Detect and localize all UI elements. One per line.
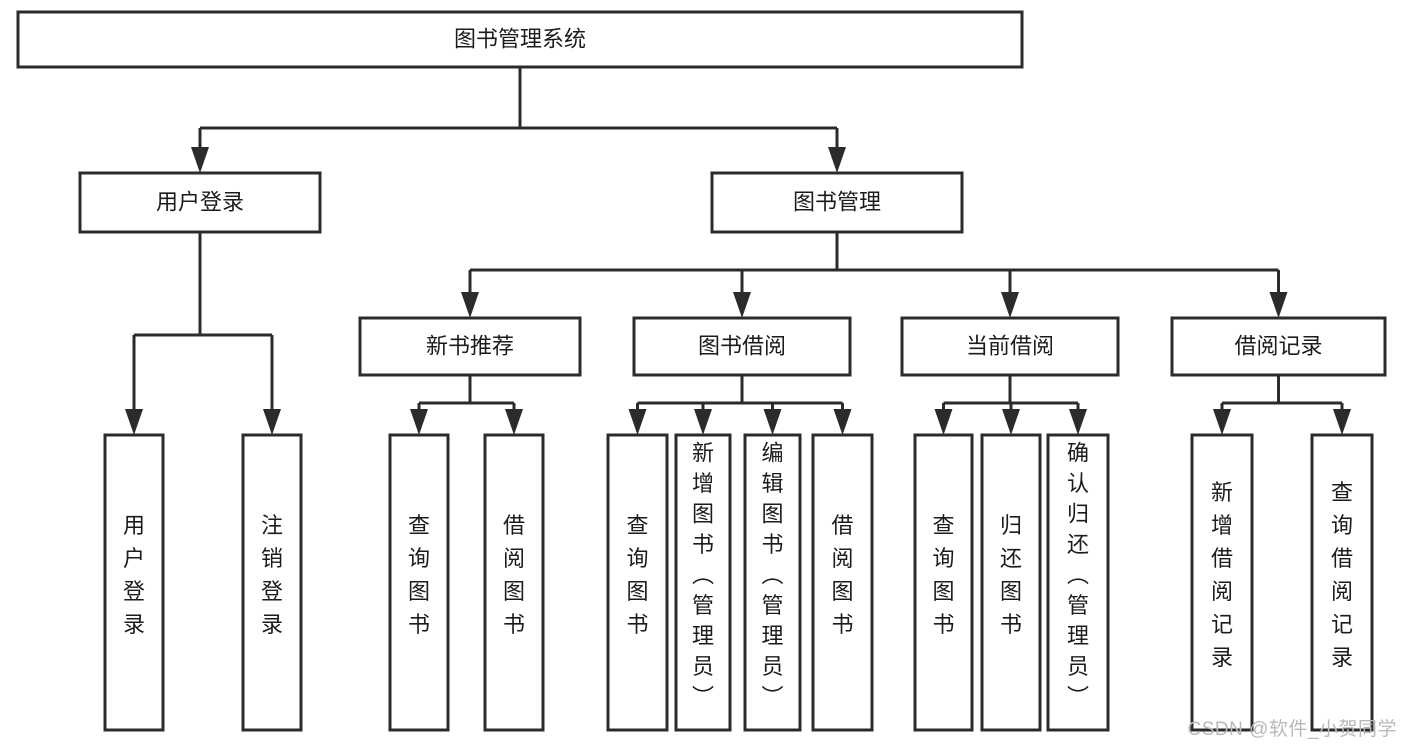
node-box xyxy=(811,433,874,732)
node-leaf-user-login[interactable]: 用户登录 xyxy=(103,433,165,732)
node-leaf-borrow-book-2[interactable]: 借阅图书 xyxy=(811,433,874,732)
node-label: 编辑图书︵管理员︶ xyxy=(761,441,783,710)
node-box xyxy=(358,316,582,377)
node-leaf-query-record[interactable]: 查询借阅记录 xyxy=(1310,433,1374,732)
arrow-head-icon xyxy=(1001,292,1019,318)
node-book-borrow[interactable]: 图书借阅 xyxy=(632,316,852,377)
arrow-head-icon xyxy=(410,409,428,435)
arrow-head-icon xyxy=(694,409,712,435)
arrow-head-icon xyxy=(1269,292,1288,318)
arrow-head-icon xyxy=(763,409,782,435)
arrow-head-icon xyxy=(505,409,523,435)
node-label: 确认归还︵管理员︶ xyxy=(1067,441,1089,710)
node-box xyxy=(1190,433,1254,732)
node-box xyxy=(900,316,1120,377)
node-new-book-rec[interactable]: 新书推荐 xyxy=(358,316,582,377)
node-leaf-confirm-return[interactable]: 确认归还︵管理员︶ xyxy=(1046,433,1110,732)
node-borrow-record[interactable]: 借阅记录 xyxy=(1170,316,1387,377)
node-box xyxy=(913,433,974,732)
arrow-head-icon xyxy=(833,409,852,435)
node-leaf-edit-book[interactable]: 编辑图书︵管理员︶ xyxy=(743,433,802,732)
node-label: 新增图书︵管理员︶ xyxy=(692,441,714,710)
node-box xyxy=(388,433,450,732)
arrow-head-icon xyxy=(628,409,647,435)
node-box xyxy=(78,171,322,234)
node-box xyxy=(606,433,669,732)
node-leaf-add-book[interactable]: 新增图书︵管理员︶ xyxy=(674,433,732,732)
arrow-head-icon xyxy=(934,409,953,435)
node-box xyxy=(16,10,1024,69)
node-box xyxy=(710,171,964,234)
node-label: 图书借阅 xyxy=(698,333,786,358)
arrow-head-icon xyxy=(125,409,143,435)
arrow-head-icon xyxy=(828,147,846,173)
node-current-borrow[interactable]: 当前借阅 xyxy=(900,316,1120,377)
node-label: 查询图书 xyxy=(408,513,430,637)
node-box xyxy=(632,316,852,377)
node-box xyxy=(1170,316,1387,377)
node-leaf-logout[interactable]: 注销登录 xyxy=(241,433,303,732)
node-layer: 图书管理系统用户登录图书管理新书推荐图书借阅当前借阅借阅记录用户登录注销登录查询… xyxy=(16,10,1387,732)
arrow-head-icon xyxy=(1002,409,1020,435)
node-label: 查询图书 xyxy=(626,513,648,637)
node-box xyxy=(1046,433,1110,732)
node-label: 注销登录 xyxy=(261,513,283,637)
node-leaf-borrow-book-1[interactable]: 借阅图书 xyxy=(483,433,545,732)
node-box xyxy=(1310,433,1374,732)
node-label: 查询借阅记录 xyxy=(1331,480,1353,670)
node-label: 借阅图书 xyxy=(831,513,853,637)
node-leaf-query-book-3[interactable]: 查询图书 xyxy=(913,433,974,732)
node-label: 新书推荐 xyxy=(426,333,514,358)
node-label: 图书管理系统 xyxy=(454,26,586,51)
node-label: 图书管理 xyxy=(793,189,881,214)
arrow-head-icon xyxy=(733,292,751,318)
arrow-head-icon xyxy=(1069,409,1087,435)
node-box xyxy=(743,433,802,732)
arrow-head-icon xyxy=(1213,409,1231,435)
node-leaf-query-book-2[interactable]: 查询图书 xyxy=(606,433,669,732)
node-leaf-return-book[interactable]: 归还图书 xyxy=(980,433,1042,732)
node-leaf-add-record[interactable]: 新增借阅记录 xyxy=(1190,433,1254,732)
node-root[interactable]: 图书管理系统 xyxy=(16,10,1024,69)
node-book-manage[interactable]: 图书管理 xyxy=(710,171,964,234)
arrow-head-icon xyxy=(263,409,281,435)
node-leaf-query-book-1[interactable]: 查询图书 xyxy=(388,433,450,732)
arrow-head-icon xyxy=(461,292,479,318)
node-label: 借阅记录 xyxy=(1234,333,1322,358)
node-box xyxy=(241,433,303,732)
node-label: 查询图书 xyxy=(932,513,954,637)
node-label: 当前借阅 xyxy=(966,333,1054,358)
node-box xyxy=(103,433,165,732)
node-box xyxy=(483,433,545,732)
node-user-login[interactable]: 用户登录 xyxy=(78,171,322,234)
node-box xyxy=(980,433,1042,732)
node-label: 新增借阅记录 xyxy=(1211,480,1233,670)
node-box xyxy=(674,433,732,732)
node-label: 用户登录 xyxy=(156,189,244,214)
node-label: 归还图书 xyxy=(1000,513,1022,637)
arrow-head-icon xyxy=(1333,409,1351,435)
node-label: 用户登录 xyxy=(123,513,145,637)
connector-layer xyxy=(125,67,1351,435)
csdn-watermark: CSDN @软件_小贺同学 xyxy=(1187,719,1397,740)
arrow-head-icon xyxy=(191,147,209,173)
node-label: 借阅图书 xyxy=(503,513,525,637)
